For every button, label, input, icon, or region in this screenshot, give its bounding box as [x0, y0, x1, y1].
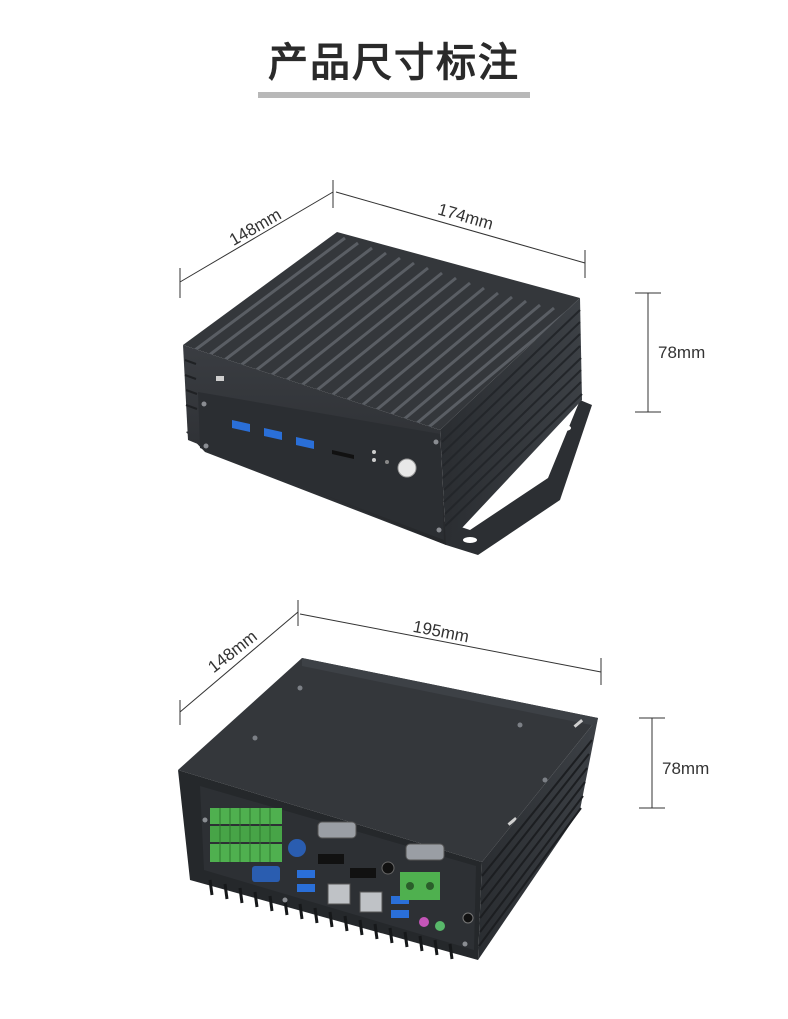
led-indicator	[385, 460, 389, 464]
hdmi-port-icon	[318, 854, 344, 864]
device-front-view: 148mm 174mm 78mm	[179, 180, 705, 555]
heatsink-fins-top	[194, 236, 569, 438]
vga-port-icon	[252, 866, 280, 882]
depth-label-top: 148mm	[226, 205, 285, 250]
heatsink-fins-side	[441, 309, 583, 527]
front-panel-fins	[184, 359, 198, 410]
ground-screw-icon	[462, 912, 474, 924]
depth-label-bottom: 148mm	[204, 627, 260, 677]
dc-jack-icon	[381, 861, 395, 875]
com-port-icon	[405, 843, 445, 861]
title-underline	[258, 92, 530, 98]
reset-switch-icon	[216, 376, 224, 381]
heatsink-fins-side-bottom	[478, 739, 593, 947]
terminal-block-connector	[210, 808, 282, 862]
device-rear-view: 148mm 195mm 78mm	[178, 600, 709, 960]
height-label-top: 78mm	[658, 343, 705, 362]
led-indicator	[372, 450, 376, 454]
dimension-height-bottom: 78mm	[639, 717, 709, 809]
led-indicator	[372, 458, 376, 462]
height-label-bottom: 78mm	[662, 759, 709, 778]
usb-port	[391, 910, 409, 918]
usb-port	[296, 437, 314, 449]
page-title: 产品尺寸标注	[268, 40, 520, 86]
hdmi-port-icon	[350, 868, 376, 878]
dimension-height-top: 78mm	[635, 292, 705, 413]
width-label-bottom: 195mm	[411, 617, 470, 646]
sd-card-slot	[332, 450, 354, 459]
ps2-port-icon	[288, 839, 306, 857]
usb-port	[232, 420, 250, 432]
rear-panel-fins	[208, 879, 454, 960]
audio-jack-mic-icon	[419, 917, 429, 927]
usb-port	[264, 428, 282, 440]
usb-port	[297, 884, 315, 892]
lan-port-icon	[327, 883, 351, 905]
usb-port	[297, 870, 315, 878]
audio-jack-line-icon	[435, 921, 445, 931]
power-button-icon	[397, 458, 417, 478]
lan-port-icon	[359, 891, 383, 913]
com-port-icon	[317, 821, 357, 839]
